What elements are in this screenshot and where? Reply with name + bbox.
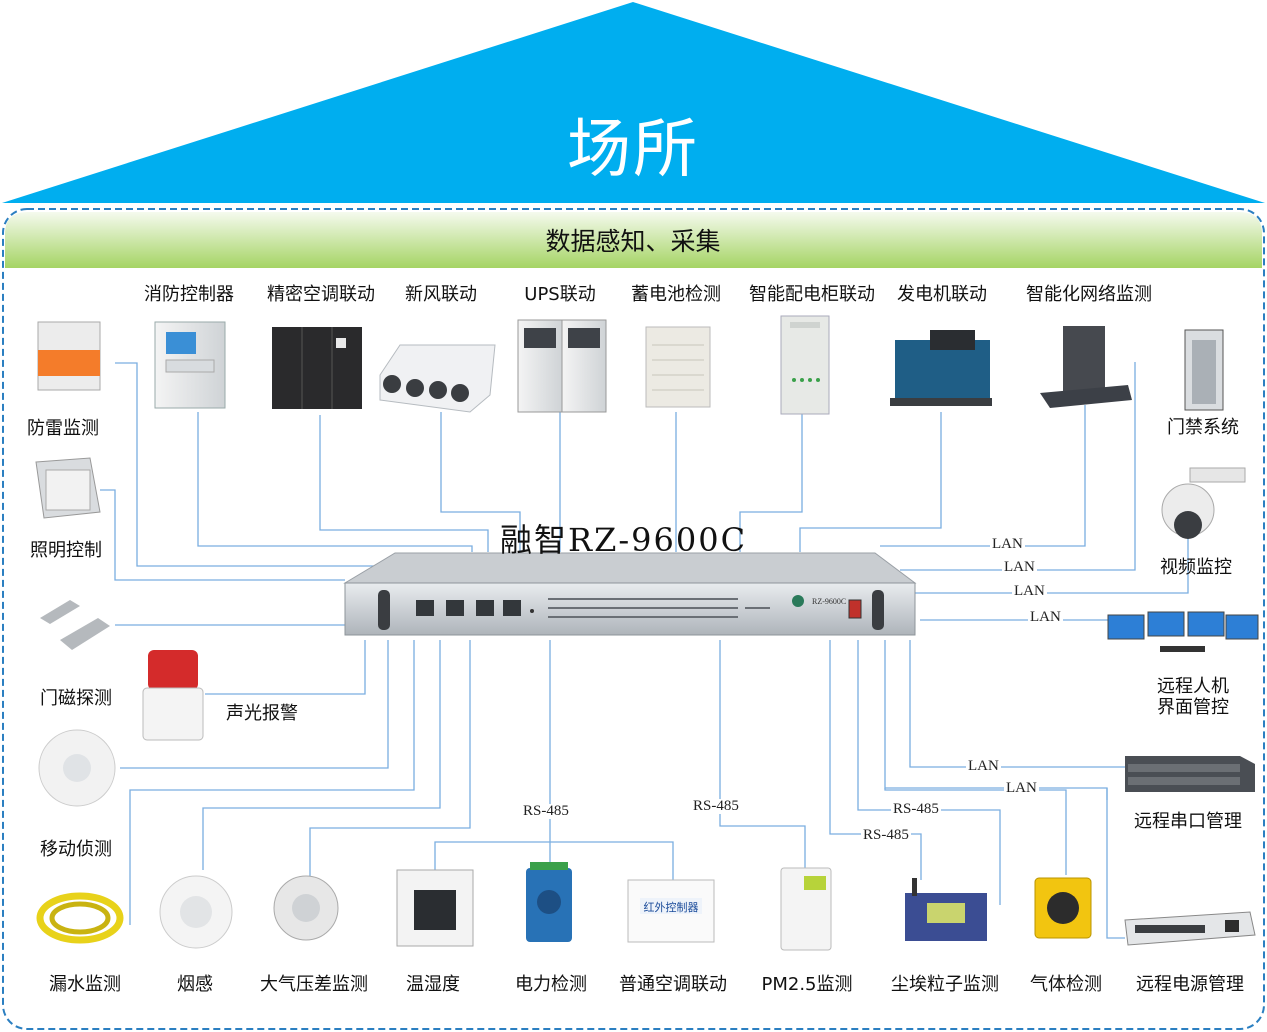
light-fixture-picture [35, 457, 101, 519]
rs485-tag: RS-485 [521, 803, 571, 819]
lan-tag: LAN [990, 536, 1025, 552]
alarm-beacon-picture [142, 650, 204, 741]
roof [2, 2, 1265, 203]
pressure-sensor-picture [273, 875, 339, 941]
distribution-cabinet-picture [780, 315, 830, 415]
battery-cabinet-picture [645, 326, 711, 408]
fire-controller-picture [154, 321, 226, 409]
precision-ac-picture [272, 327, 362, 409]
label-smoke: 烟感 [177, 974, 213, 995]
generator-picture [890, 330, 992, 406]
power-meter-picture [526, 862, 572, 942]
label-power-meter: 电力检测 [515, 974, 587, 995]
smoke-detector-picture [159, 875, 233, 949]
label-lightning: 防雷监测 [27, 418, 99, 439]
pm25-sensor-picture [780, 867, 832, 951]
label-lighting: 照明控制 [30, 540, 102, 561]
lan-tag: LAN [1028, 609, 1063, 625]
label-ac: 普通空调联动 [619, 974, 727, 995]
label-ups: UPS联动 [524, 284, 596, 305]
label-door-magnet: 门磁探测 [40, 688, 112, 709]
network-switch-picture [1040, 326, 1132, 408]
band-title: 数据感知、采集 [545, 227, 721, 256]
ir-controller-screen-text: 红外控制器 [644, 900, 699, 914]
video-camera-picture [1161, 467, 1246, 539]
label-fire-controller: 消防控制器 [144, 284, 234, 305]
label-fresh-air: 新风联动 [405, 284, 477, 305]
page-title: 场所 [567, 113, 699, 187]
door-magnet-picture [40, 600, 110, 650]
svg-text:RZ-9600C: RZ-9600C [812, 597, 846, 606]
particle-counter-picture [905, 878, 987, 941]
lan-tag: LAN [1002, 559, 1037, 575]
lan-tag: LAN [1004, 780, 1039, 796]
label-pressure: 大气压差监测 [260, 974, 368, 995]
label-particle: 尘埃粒子监测 [891, 974, 999, 995]
label-access-control: 门禁系统 [1167, 417, 1239, 438]
label-leak: 漏水监测 [49, 974, 121, 995]
ups-picture [517, 319, 607, 413]
lan-tag: LAN [966, 758, 1001, 774]
dashed-frame [2, 208, 1265, 1030]
label-pm25: PM2.5监测 [761, 974, 853, 995]
label-pdu: 远程电源管理 [1136, 974, 1244, 995]
humidity-sensor-picture [396, 869, 474, 947]
label-gas: 气体检测 [1030, 974, 1102, 995]
label-alarm: 声光报警 [226, 703, 298, 724]
rs485-tag: RS-485 [691, 798, 741, 814]
serial-server-picture [1125, 756, 1255, 792]
leak-cable-picture [36, 892, 124, 944]
rs485-tag: RS-485 [891, 801, 941, 817]
connection-lines [100, 362, 1189, 939]
gas-detector-picture [1034, 877, 1092, 939]
label-generator: 发电机联动 [897, 284, 987, 305]
label-battery: 蓄电池检测 [631, 284, 721, 305]
rz9600c-device: RZ-9600C [343, 552, 917, 636]
label-motion: 移动侦测 [40, 839, 112, 860]
lan-tag: LAN [1012, 583, 1047, 599]
label-humidity: 温湿度 [406, 974, 460, 995]
motion-detector-picture [38, 729, 116, 807]
green-band [5, 212, 1262, 268]
label-network: 智能化网络监测 [1026, 284, 1152, 305]
ir-controller-picture: 红外控制器 [627, 879, 715, 943]
label-serial: 远程串口管理 [1134, 811, 1242, 832]
label-precision-ac: 精密空调联动 [267, 284, 375, 305]
label-distribution: 智能配电柜联动 [749, 284, 875, 305]
access-control-picture [1184, 329, 1224, 411]
label-hmi: 远程人机 界面管控 [1157, 676, 1229, 718]
monitors-picture [1107, 611, 1259, 652]
device-title: 融智RZ-9600C [500, 521, 748, 559]
rs485-tag: RS-485 [861, 827, 911, 843]
pdu-picture [1124, 911, 1256, 946]
fresh-air-unit-picture [379, 344, 496, 413]
label-video: 视频监控 [1160, 557, 1232, 578]
lightning-protector-picture [37, 321, 101, 391]
